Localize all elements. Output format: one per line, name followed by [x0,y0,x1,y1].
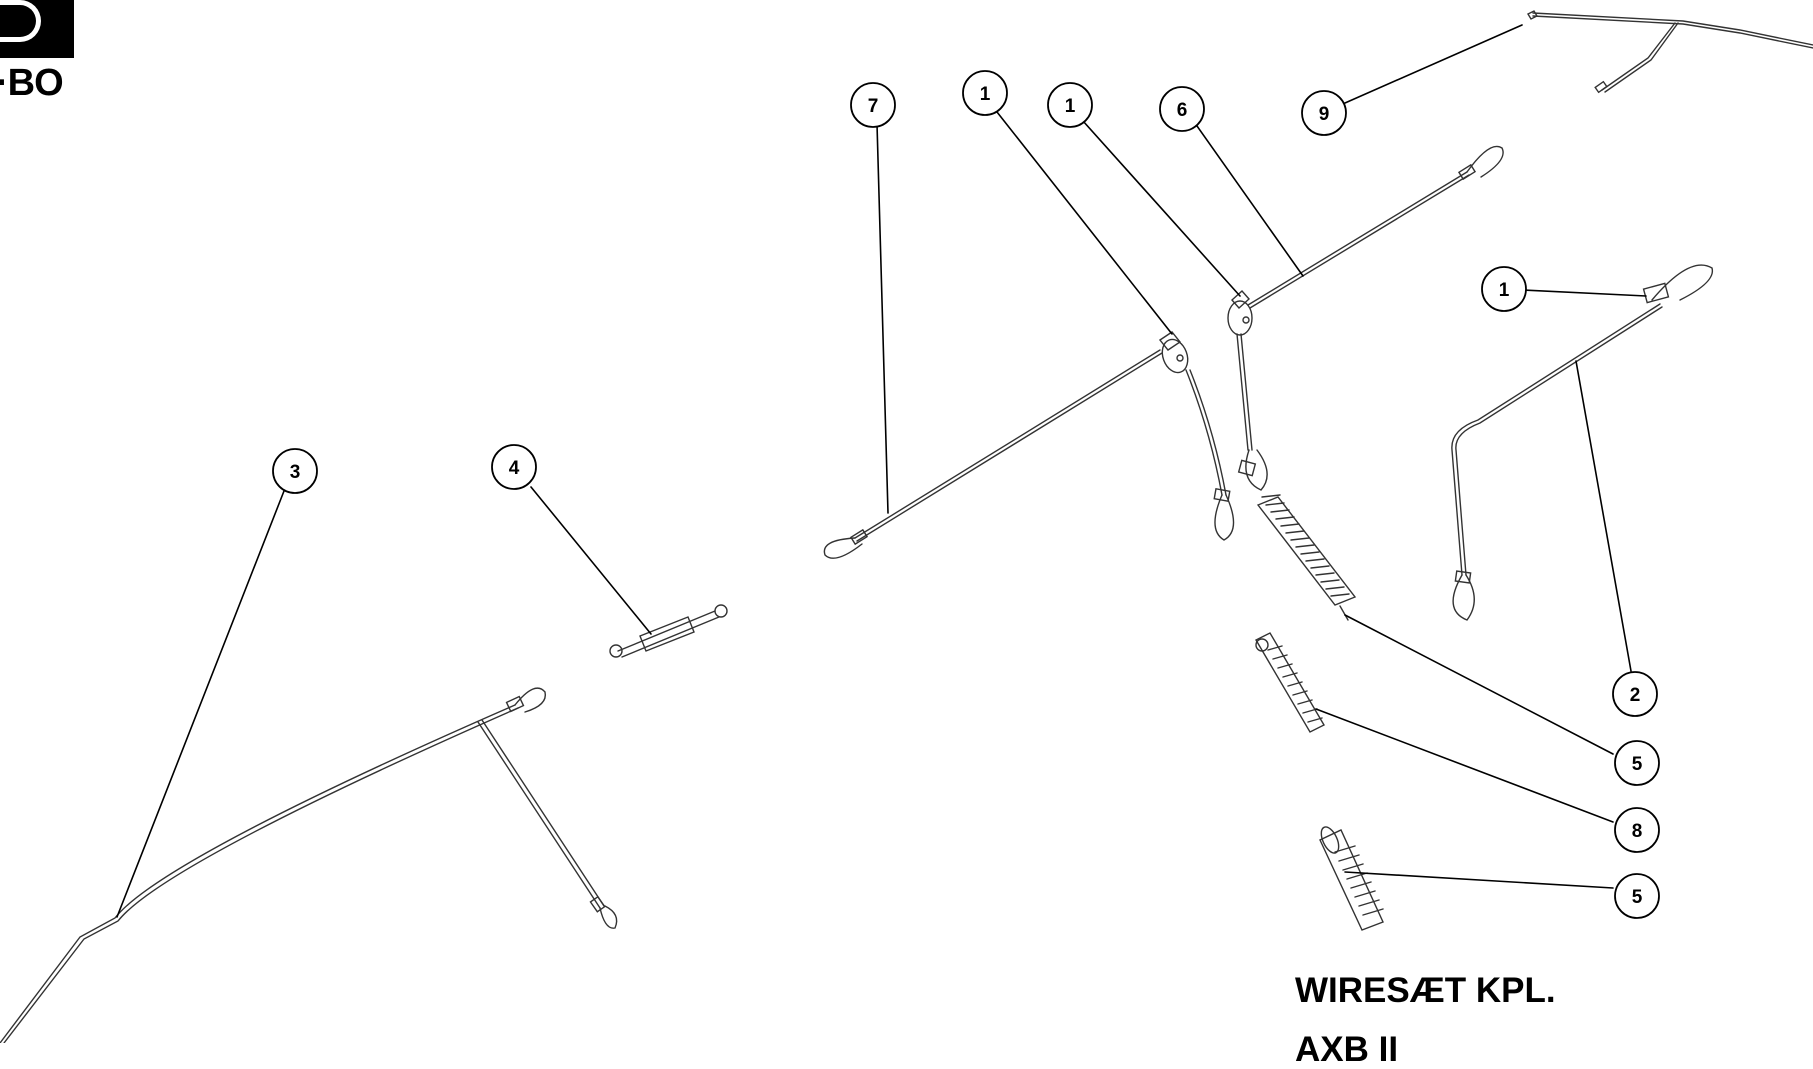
wire-harness-9 [1527,10,1813,94]
svg-text:1: 1 [1499,280,1510,301]
spring-8 [1255,632,1325,733]
spring-5-upper [1256,494,1357,621]
svg-text:8: 8 [1632,821,1643,842]
parts-diagram: 7 1 1 6 9 1 3 4 2 5 8 5 [0,10,1813,1043]
callout-1-a: 1 [962,70,1008,116]
svg-text:1: 1 [1065,96,1076,117]
svg-text:4: 4 [509,458,520,479]
svg-text:5: 5 [1632,887,1643,908]
callout-1-b: 1 [1047,82,1093,128]
spring-5-lower [1319,826,1384,931]
callout-6: 6 [1159,86,1205,132]
svg-text:1: 1 [980,84,991,105]
brand-logo-text: ·BO [0,62,64,104]
svg-text:5: 5 [1632,754,1643,775]
turnbuckle-4 [609,604,728,658]
callout-9: 9 [1301,90,1347,136]
wire-2 [1451,264,1714,621]
callout-5-b: 5 [1614,873,1660,919]
callout-2: 2 [1612,671,1658,717]
callout-8: 8 [1614,807,1660,853]
callout-3: 3 [272,448,318,494]
svg-text:2: 2 [1630,685,1641,706]
svg-text:6: 6 [1177,100,1188,121]
callout-4: 4 [491,444,537,490]
wire-7 [823,349,1163,559]
wire-6 [1227,145,1504,491]
wire-harness-3 [0,687,618,1043]
callout-7: 7 [850,82,896,128]
svg-text:7: 7 [868,96,879,117]
leader-lines [116,24,1647,918]
callout-1-c: 1 [1481,266,1527,312]
callout-5-a: 5 [1614,740,1660,786]
brand-logo [0,0,74,58]
assembly-title: WIRESÆT KPL. [1295,971,1556,1010]
assembly-subtitle: AXB II [1295,1030,1399,1069]
svg-text:3: 3 [290,462,301,483]
pulley-1-center [1158,331,1235,541]
svg-text:9: 9 [1319,104,1330,125]
